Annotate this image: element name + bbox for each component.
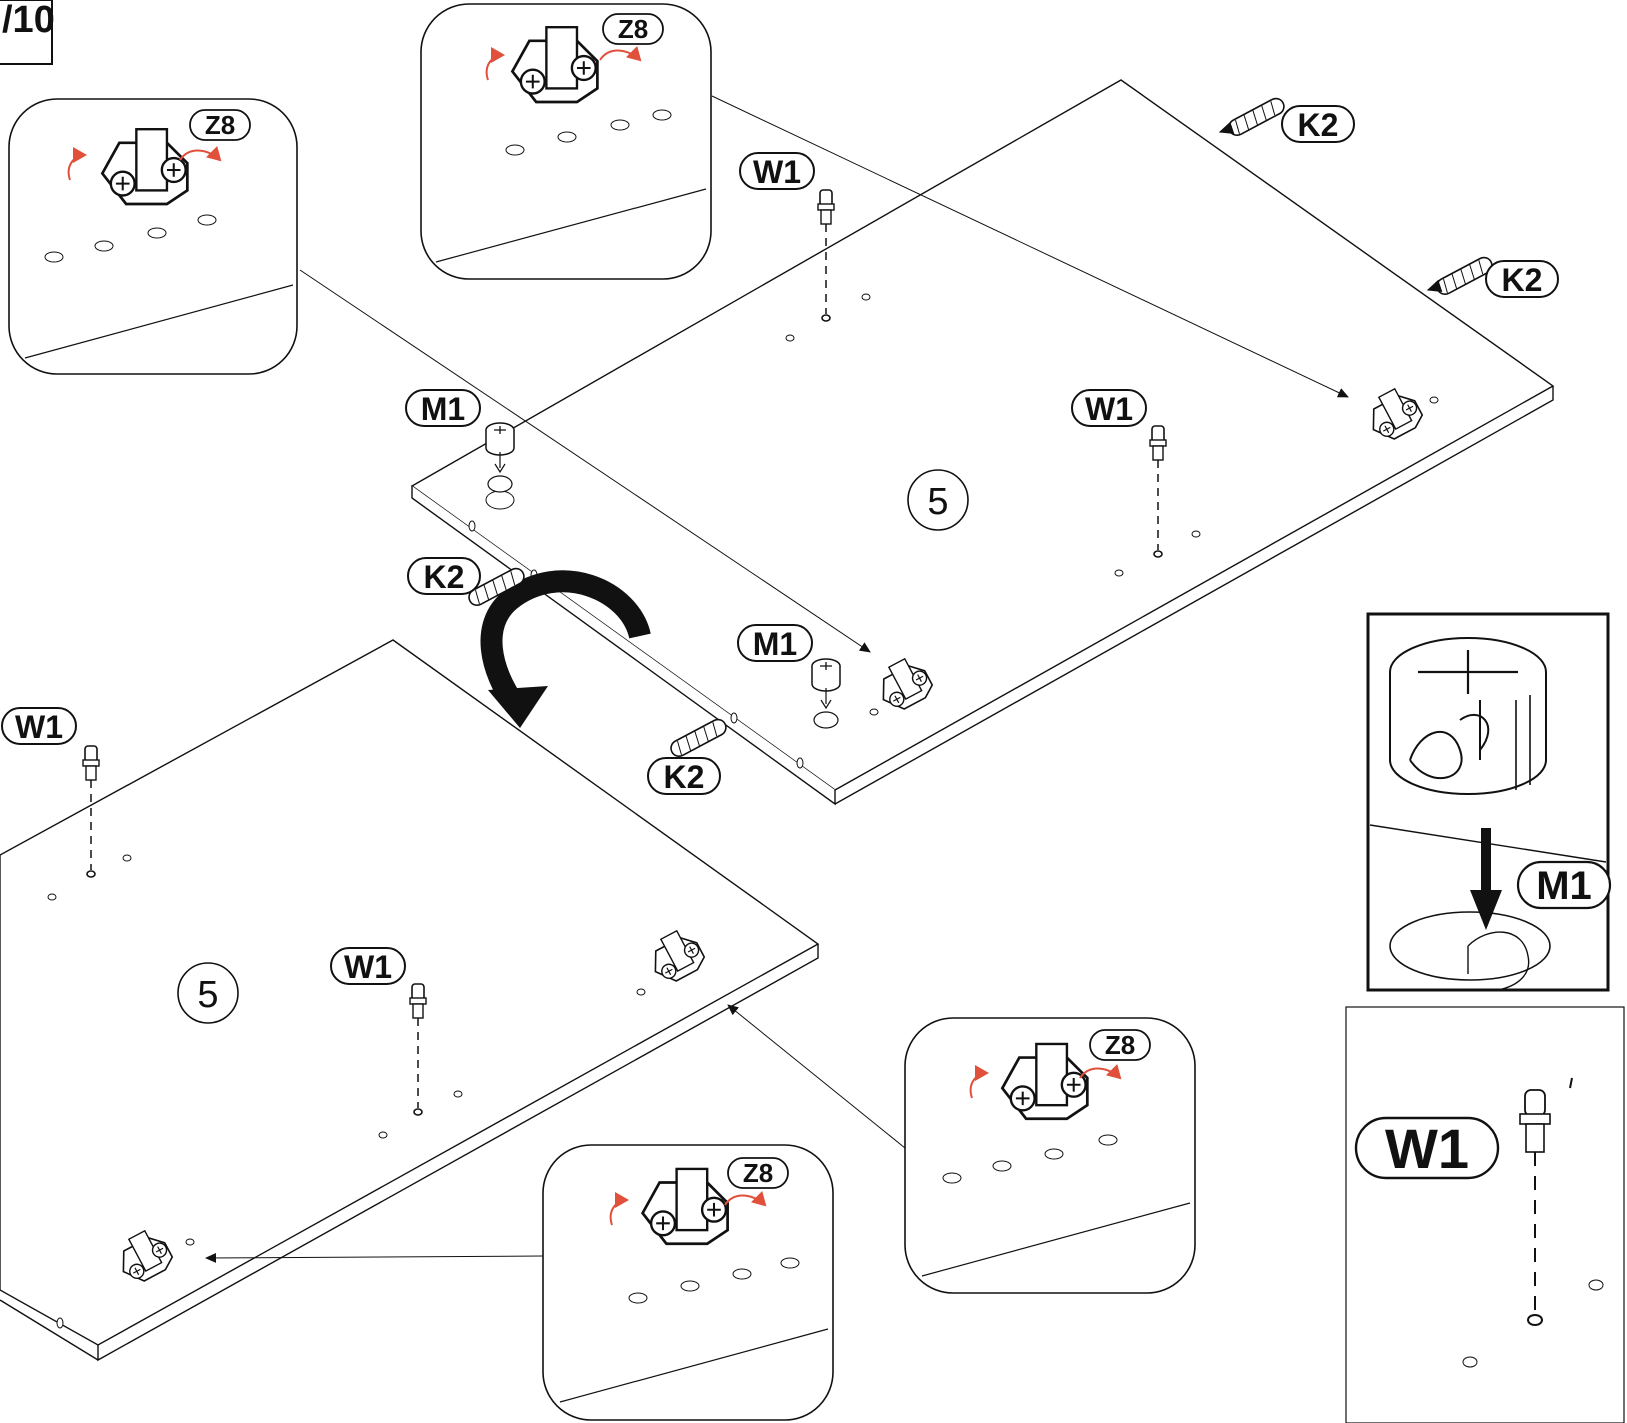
- part-label-w1: W1: [739, 152, 815, 190]
- svg-text:W1: W1: [1085, 391, 1133, 427]
- svg-text:M1: M1: [1536, 864, 1592, 908]
- part-label-z8: Z8: [727, 1157, 789, 1189]
- step-number-box: /10: [0, 0, 55, 65]
- detail-box-cam-lock: [1366, 612, 1610, 992]
- detail-callout-hinge: [904, 1017, 1196, 1294]
- upper-panel: 5: [410, 79, 1555, 806]
- rotate-arrow-icon: [480, 570, 651, 728]
- detail-box-shelf-pin: [1345, 1006, 1625, 1423]
- part-label-z8: Z8: [189, 109, 251, 141]
- part-label-m1-large: M1: [1516, 860, 1612, 910]
- part-label-z8: Z8: [1089, 1029, 1151, 1061]
- svg-text:W1: W1: [753, 154, 801, 190]
- svg-text:W1: W1: [1385, 1117, 1469, 1180]
- svg-text:K2: K2: [664, 759, 705, 795]
- svg-text:M1: M1: [421, 391, 465, 427]
- dowel-icon: [1225, 94, 1288, 139]
- svg-text:W1: W1: [15, 709, 63, 745]
- dowel-icon: [667, 715, 730, 760]
- svg-text:K2: K2: [1502, 262, 1543, 298]
- part-label-m1: M1: [405, 389, 481, 427]
- svg-text:Z8: Z8: [1105, 1030, 1135, 1060]
- panel-number-label-lower: 5: [197, 974, 218, 1016]
- part-label-w1: W1: [1071, 389, 1147, 427]
- panel-number-label: 5: [927, 481, 948, 523]
- svg-text:W1: W1: [344, 949, 392, 985]
- step-number-label: /10: [2, 0, 55, 41]
- part-label-w1-large: W1: [1354, 1116, 1500, 1180]
- part-label-w1: W1: [330, 947, 406, 985]
- panel-number-circle-lower: [177, 962, 239, 1024]
- detail-callout-hinge: [542, 1144, 834, 1421]
- detail-callout-hinge: [420, 3, 712, 280]
- part-label-m1: M1: [737, 624, 813, 662]
- part-label-k2: K2: [1485, 260, 1559, 298]
- svg-text:Z8: Z8: [743, 1158, 773, 1188]
- svg-text:K2: K2: [424, 559, 465, 595]
- svg-text:Z8: Z8: [618, 14, 648, 44]
- part-label-k2: K2: [407, 557, 481, 595]
- panel-number-circle: [907, 469, 969, 531]
- lower-panel: 5: [0, 639, 820, 1362]
- svg-text:Z8: Z8: [205, 110, 235, 140]
- part-label-z8: Z8: [602, 13, 664, 45]
- part-label-k2: K2: [647, 757, 721, 795]
- cam-lock-icon: [1389, 637, 1547, 795]
- svg-text:M1: M1: [753, 626, 797, 662]
- part-label-k2: K2: [1281, 105, 1355, 143]
- detail-callout-hinge: [8, 98, 298, 375]
- svg-text:K2: K2: [1298, 107, 1339, 143]
- part-label-w1: W1: [1, 707, 77, 745]
